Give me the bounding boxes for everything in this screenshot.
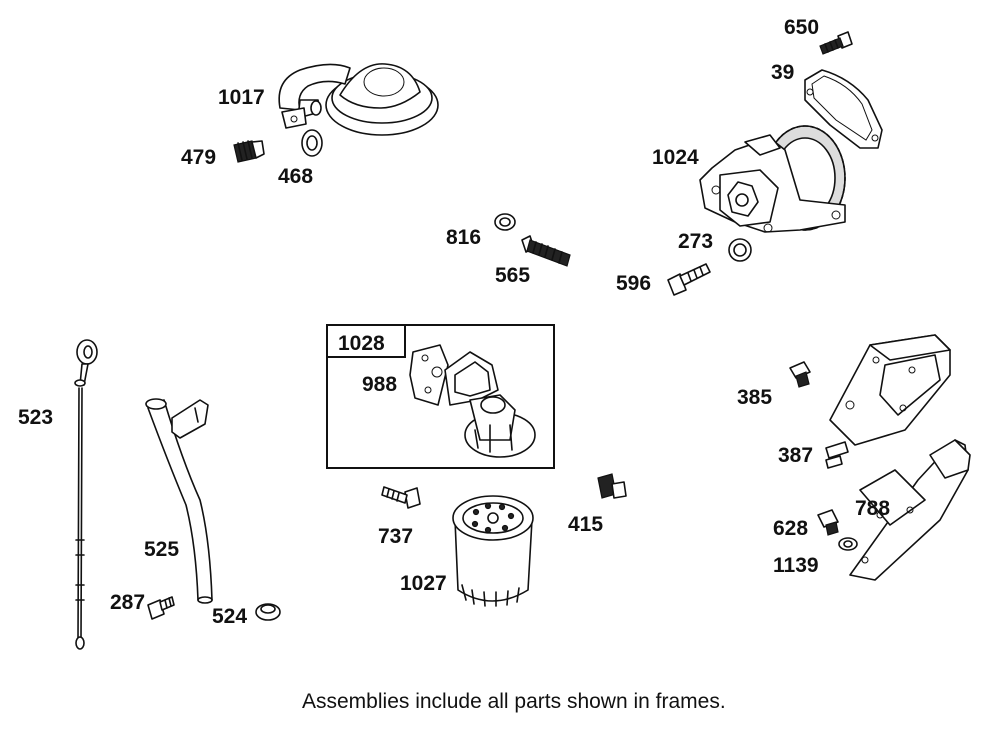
oil-filter-1027 [452, 495, 534, 607]
washer-1139 [838, 537, 858, 551]
label-1027: 1027 [400, 572, 447, 595]
label-479: 479 [181, 146, 216, 169]
dipstick-tube-525 [145, 398, 213, 604]
label-524: 524 [212, 605, 247, 628]
label-385: 385 [737, 386, 772, 409]
oil-pickup-screen-1017 [278, 63, 439, 136]
label-1017: 1017 [218, 86, 265, 109]
washer-468 [301, 129, 323, 157]
ring-816 [494, 213, 516, 231]
screw-628 [817, 509, 839, 536]
bracket-788 [849, 439, 971, 581]
assembly-footnote: Assemblies include all parts shown in fr… [302, 690, 726, 713]
label-415: 415 [568, 513, 603, 536]
label-387: 387 [778, 444, 813, 467]
label-788: 788 [855, 497, 890, 520]
label-816: 816 [446, 226, 481, 249]
stud-565 [521, 235, 571, 267]
label-988: 988 [362, 373, 397, 396]
fitting-479 [233, 140, 265, 163]
label-628: 628 [773, 517, 808, 540]
bolt-287 [147, 596, 175, 620]
screw-650 [819, 31, 853, 55]
gasket-39 [804, 69, 883, 149]
label-565: 565 [495, 264, 530, 287]
label-596: 596 [616, 272, 651, 295]
label-287: 287 [110, 591, 145, 614]
screw-385 [789, 361, 811, 388]
label-273: 273 [678, 230, 713, 253]
label-525: 525 [144, 538, 179, 561]
label-1028: 1028 [338, 332, 385, 355]
washer-273 [728, 238, 752, 262]
label-39: 39 [771, 61, 794, 84]
bolt-596 [667, 263, 711, 296]
label-650: 650 [784, 16, 819, 39]
label-1024: 1024 [652, 146, 699, 169]
assembly-frame-1028 [326, 324, 555, 469]
label-1139: 1139 [773, 554, 819, 577]
label-737: 737 [378, 525, 413, 548]
plug-415 [597, 473, 627, 499]
grommet-524 [255, 603, 281, 621]
fuel-pump-387 [825, 334, 951, 469]
label-523: 523 [18, 406, 53, 429]
label-468: 468 [278, 165, 313, 188]
bolt-737 [381, 486, 421, 509]
dipstick-523 [74, 339, 98, 650]
oil-pump-1024 [699, 125, 846, 233]
